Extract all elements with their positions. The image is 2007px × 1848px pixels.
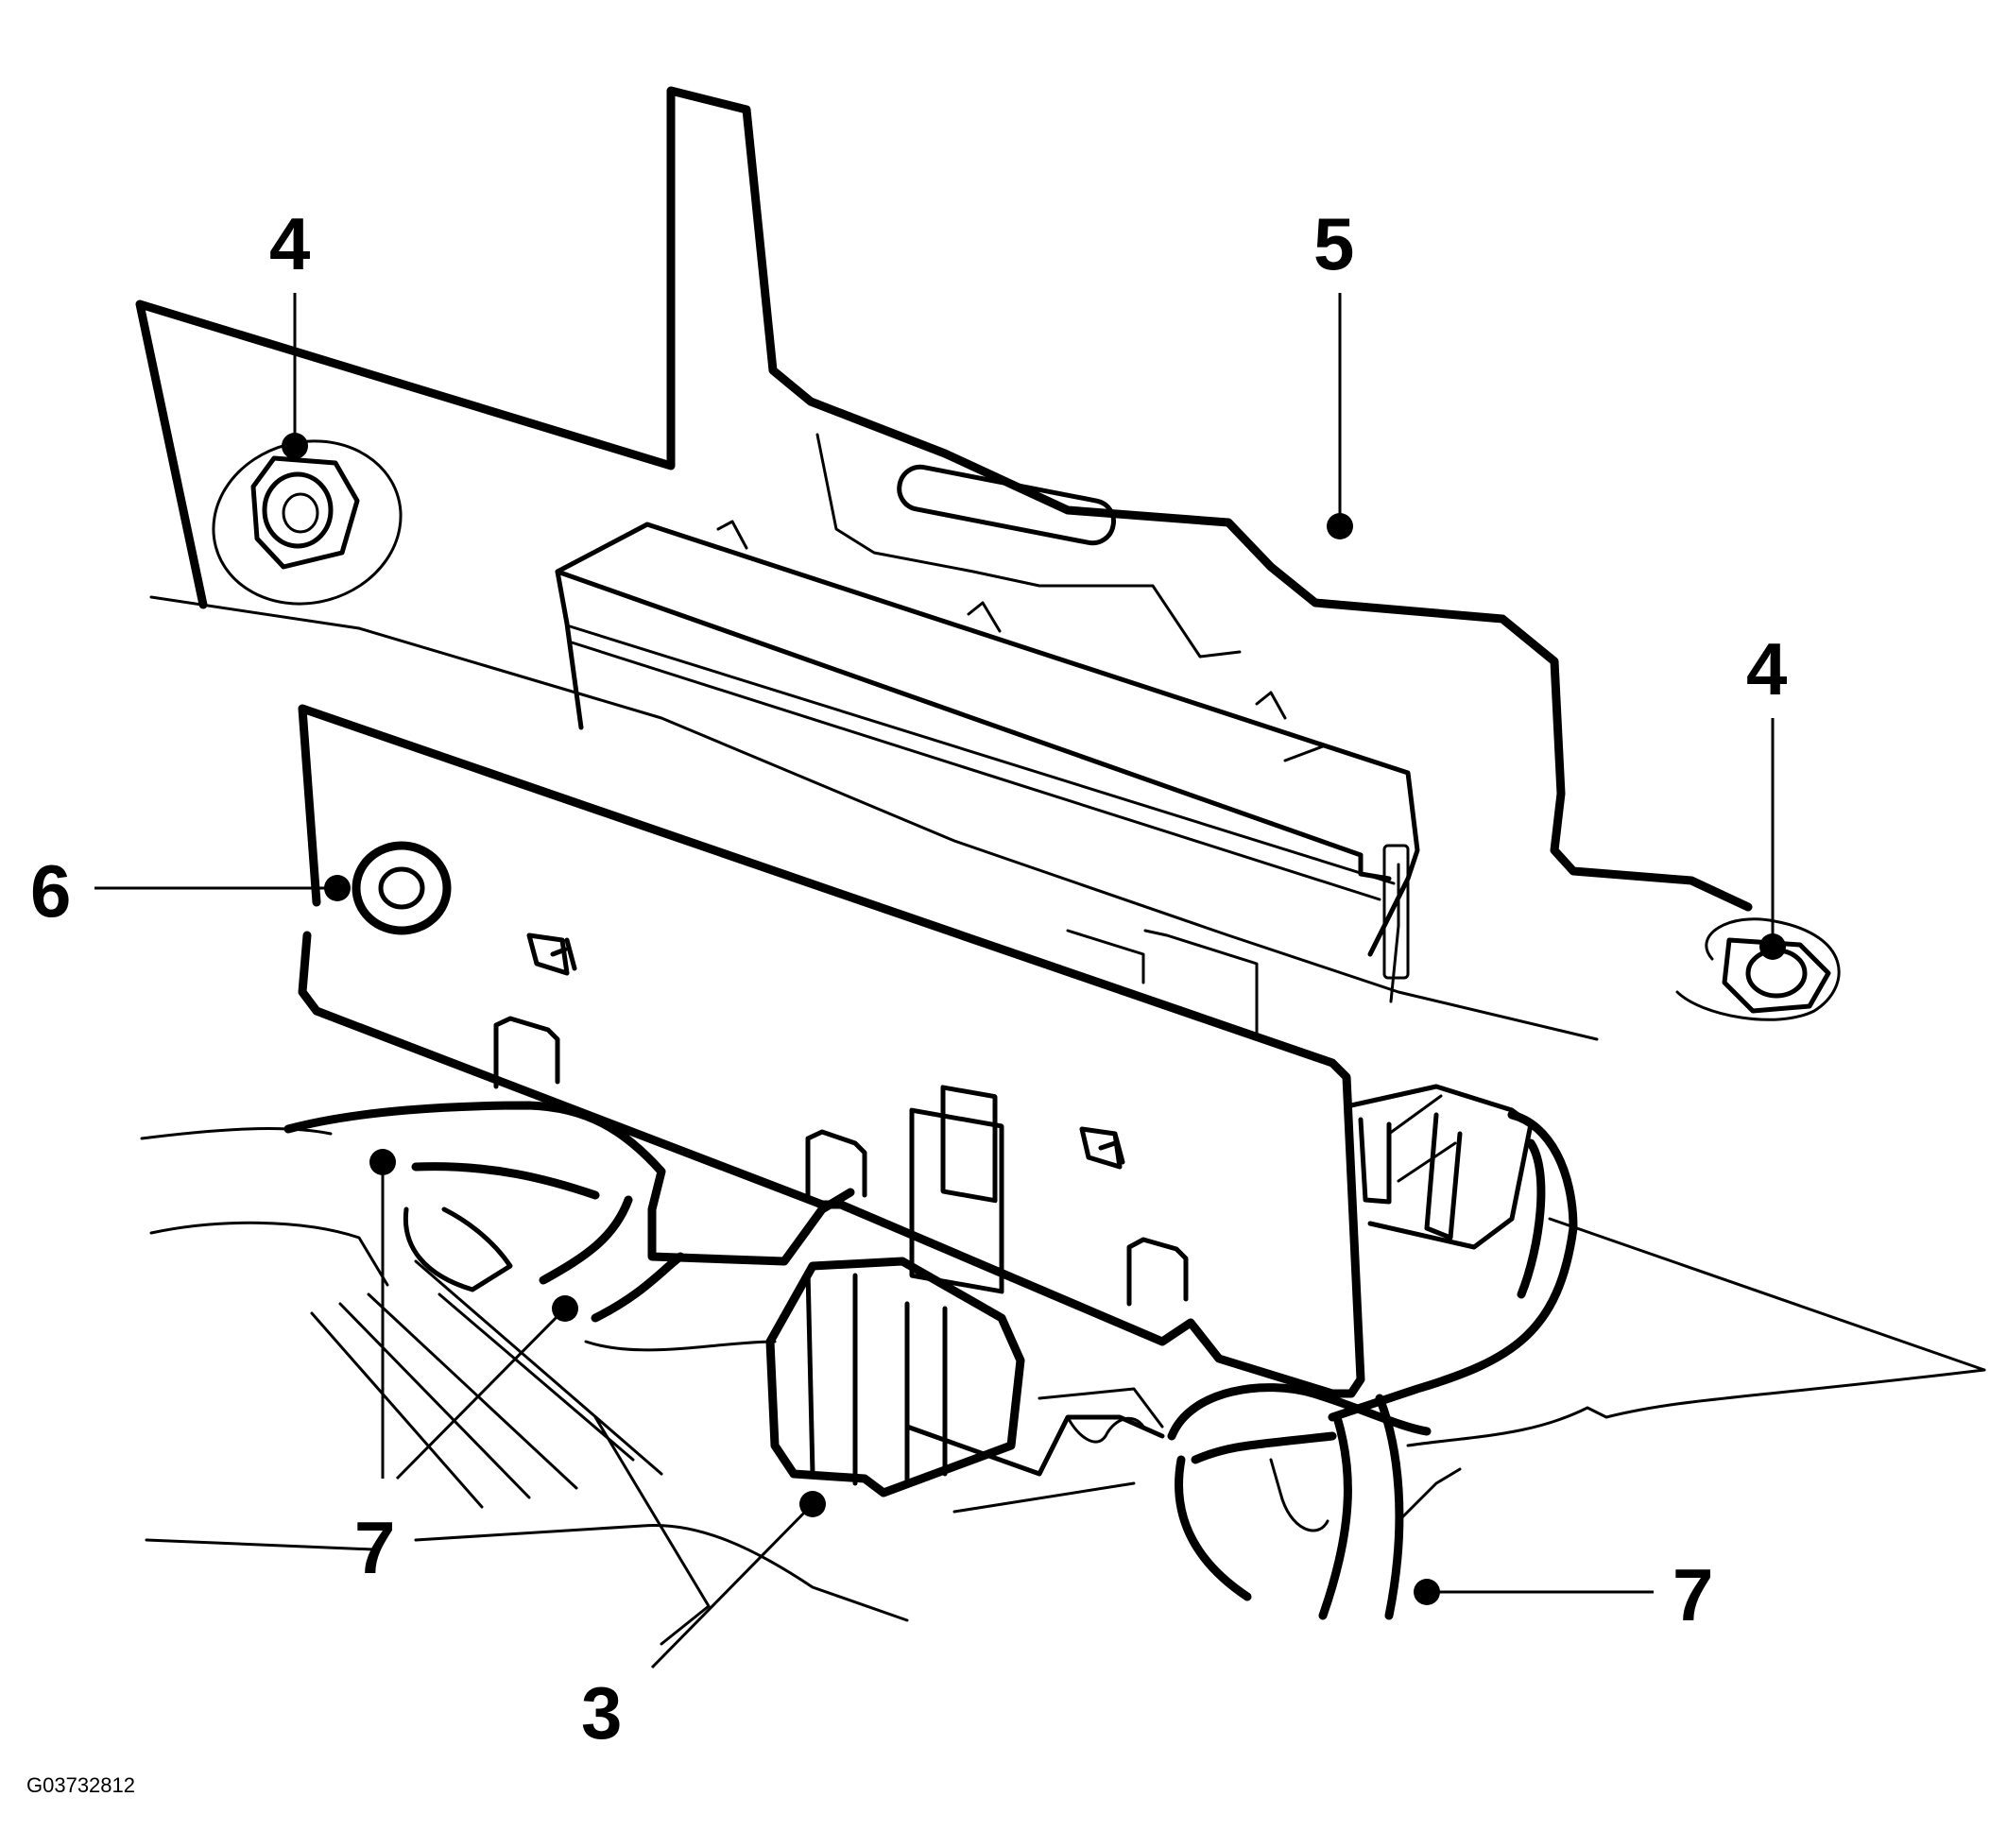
callout-dot-7-middle bbox=[552, 1295, 578, 1322]
figure-id: G03732812 bbox=[26, 1773, 135, 1797]
callout-dot-6 bbox=[324, 875, 351, 901]
front-plate bbox=[298, 704, 1365, 1398]
callout-dot-4-left bbox=[282, 433, 308, 459]
callout-dot-4-right bbox=[1759, 933, 1786, 960]
control-module bbox=[555, 520, 1420, 1003]
callout-label-7-right: 7 bbox=[1672, 1553, 1713, 1636]
callout-dot-3 bbox=[799, 1491, 826, 1517]
callout-dots bbox=[282, 433, 1786, 1605]
lower-connector bbox=[765, 1257, 1165, 1497]
leader-lines bbox=[94, 293, 1775, 1669]
nut-right bbox=[1675, 917, 1841, 1021]
mounting-bracket bbox=[135, 86, 1753, 1041]
callout-label-4-right: 4 bbox=[1746, 627, 1787, 710]
callout-label-5: 5 bbox=[1313, 202, 1354, 285]
nut-left bbox=[212, 439, 403, 606]
callout-label-7-lower-left: 7 bbox=[354, 1506, 395, 1589]
right-connector bbox=[1348, 1084, 1534, 1250]
wiring-harness bbox=[140, 1101, 1986, 1646]
callout-label-4-left: 4 bbox=[269, 202, 310, 285]
callout-label-3: 3 bbox=[581, 1671, 622, 1754]
callout-dot-7-right bbox=[1414, 1579, 1440, 1605]
callout-labels: 4 5 4 6 7 3 7 G03732812 bbox=[26, 202, 1787, 1797]
callout-label-6: 6 bbox=[30, 849, 71, 933]
callout-dot-7-upper bbox=[369, 1149, 396, 1175]
callout-dot-5 bbox=[1327, 513, 1353, 539]
